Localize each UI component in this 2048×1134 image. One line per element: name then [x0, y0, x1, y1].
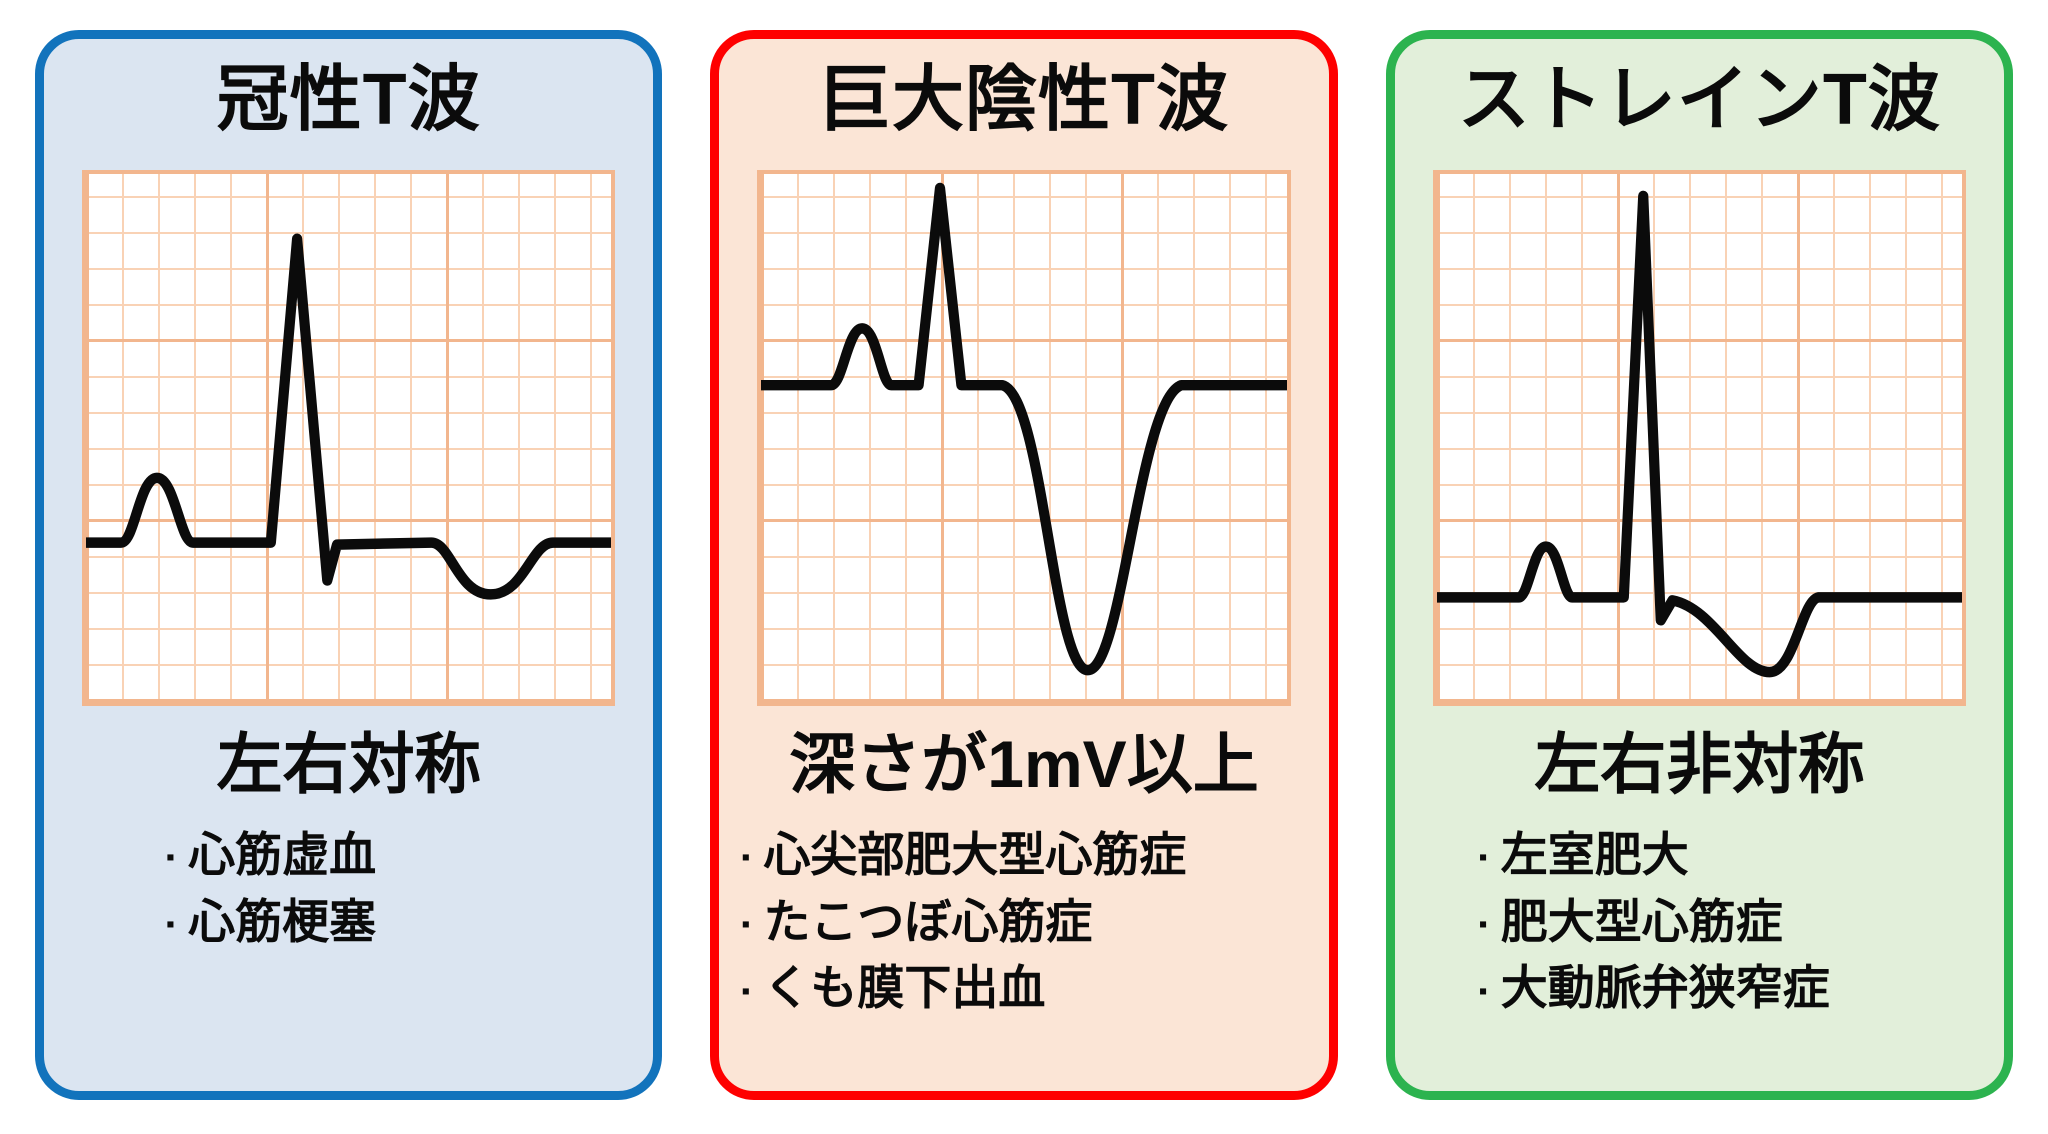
ecg-grid	[82, 170, 616, 707]
panel-strain-t-wave: ストレインT波 左右非対称 ▪ 左室肥大 ▪ 肥大型心筋症 ▪ 大動脈弁狭窄症	[1385, 30, 2013, 1100]
list-item: ▪ 心筋虚血	[166, 822, 641, 889]
bullet-icon: ▪	[1478, 844, 1488, 872]
panel-subtitle: 深さが1mV以上	[789, 727, 1259, 802]
ecg-trace-path	[86, 233, 612, 600]
list-item-text: 肥大型心筋症	[1500, 894, 1783, 948]
bullet-icon: ▪	[166, 911, 175, 939]
list-item: ▪ 心筋梗塞	[166, 889, 641, 956]
condition-list: ▪ 心尖部肥大型心筋症 ▪ たこつぼ心筋症 ▪ くも膜下出血	[719, 822, 1316, 1022]
ecg-waveform-icon	[1436, 190, 1962, 678]
panel-giant-negative-t-wave: 巨大陰性T波 深さが1mV以上 ▪ 心尖部肥大型心筋症 ▪ たこつぼ心筋症 ▪ くも膜…	[710, 30, 1338, 1100]
list-item: ▪ 大動脈弁狭窄症	[1479, 955, 1992, 1022]
panel-coronary-t-wave: 冠性T波 左右対称 ▪ 心筋虚血 ▪ 心筋梗塞	[35, 30, 663, 1100]
ecg-grid	[1432, 170, 1966, 707]
panel-title: ストレインT波	[1457, 60, 1941, 140]
list-item: ▪ 左室肥大	[1479, 822, 1992, 889]
panel-title: 巨大陰性T波	[819, 60, 1229, 140]
bullet-icon: ▪	[1478, 977, 1488, 1005]
list-item-text: たこつぼ心筋症	[763, 894, 1093, 948]
list-item: ▪ くも膜下出血	[741, 955, 1316, 1022]
panel-subtitle: 左右非対称	[1534, 727, 1865, 802]
bullet-icon: ▪	[741, 911, 750, 939]
ecg-waveform-icon	[86, 233, 612, 600]
list-item-text: 心尖部肥大型心筋症	[763, 827, 1187, 881]
panel-subtitle: 左右対称	[216, 727, 481, 802]
list-item-text: 左室肥大	[1500, 827, 1689, 881]
bullet-icon: ▪	[741, 977, 750, 1005]
list-item: ▪ たこつぼ心筋症	[741, 889, 1316, 956]
list-item-text: くも膜下出血	[763, 961, 1046, 1015]
list-item: ▪ 肥大型心筋症	[1479, 889, 1992, 956]
condition-list: ▪ 心筋虚血 ▪ 心筋梗塞	[44, 822, 641, 955]
panel-title: 冠性T波	[216, 60, 481, 140]
list-item: ▪ 心尖部肥大型心筋症	[741, 822, 1316, 889]
list-item-text: 心筋虚血	[188, 827, 377, 881]
bullet-icon: ▪	[741, 844, 750, 872]
ecg-trace-path	[761, 182, 1287, 676]
ecg-trace-path	[1436, 190, 1962, 678]
list-item-text: 大動脈弁狭窄症	[1500, 961, 1830, 1015]
bullet-icon: ▪	[166, 844, 175, 872]
list-item-text: 心筋梗塞	[188, 894, 377, 948]
ecg-grid	[757, 170, 1291, 707]
ecg-waveform-icon	[761, 182, 1287, 676]
condition-list: ▪ 左室肥大 ▪ 肥大型心筋症 ▪ 大動脈弁狭窄症	[1395, 822, 1992, 1022]
bullet-icon: ▪	[1478, 911, 1488, 939]
